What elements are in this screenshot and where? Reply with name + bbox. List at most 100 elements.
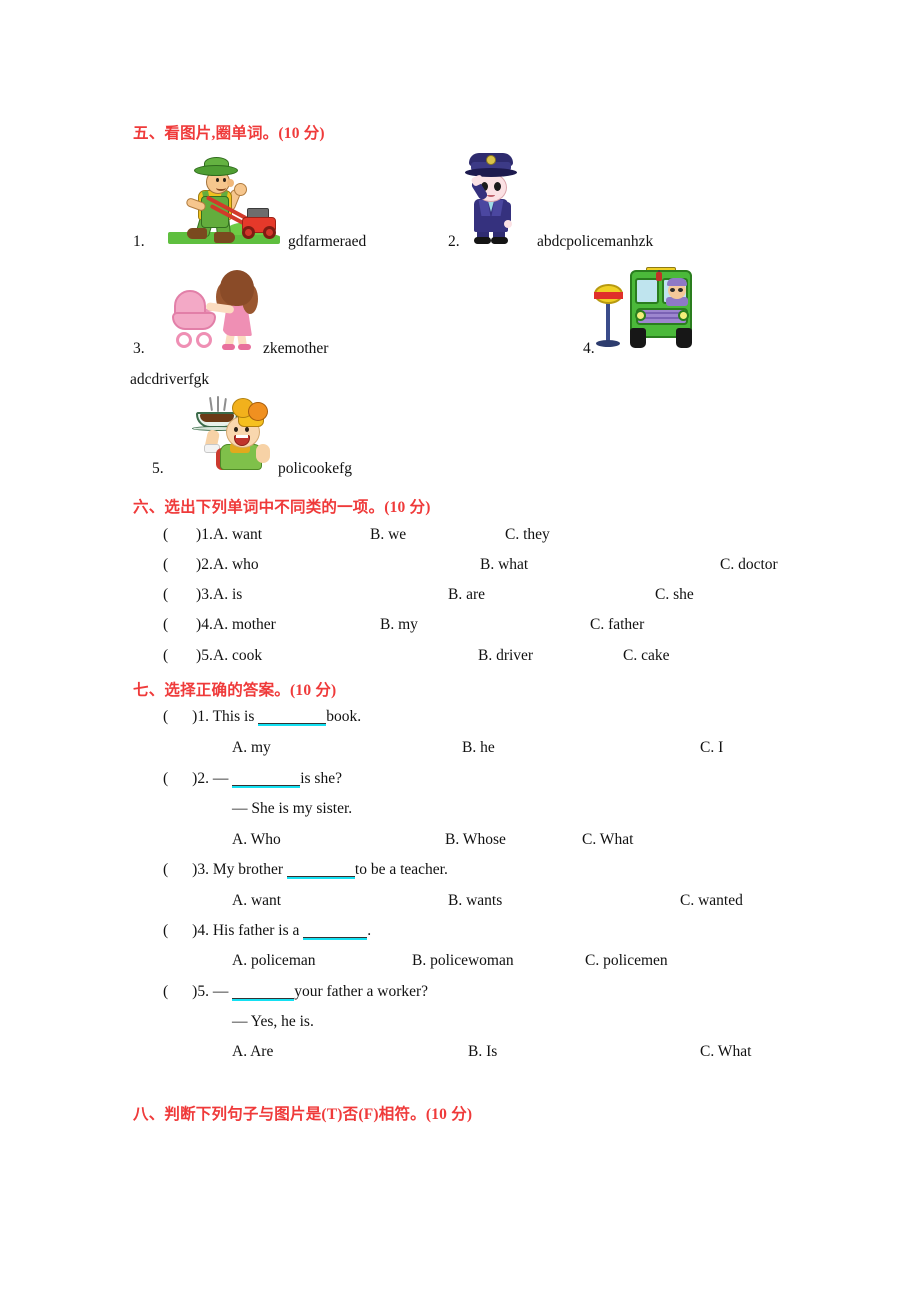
section-six-q5-option-b[interactable]: B. driver	[478, 647, 534, 664]
bracket-close: )	[192, 861, 198, 878]
section-six-q3-option-c[interactable]: C. she	[655, 586, 694, 603]
question-number: 4.	[201, 616, 213, 633]
section-seven-q4-option-a[interactable]: A. policeman	[232, 952, 316, 969]
section-eight-heading: 八、判断下列句子与图片是(T)否(F)相符。(10 分)	[133, 1102, 472, 1124]
question-number: 3.	[197, 861, 209, 878]
section-seven-q3-option-b[interactable]: B. wants	[448, 892, 503, 909]
bracket-open: (	[163, 922, 169, 939]
bracket-close: )	[192, 983, 198, 1000]
bracket-close: )	[196, 556, 202, 573]
section-seven-q3-answer-bracket[interactable]: ()3. My brother to be a teacher.	[163, 861, 448, 879]
question-stem-before: My brother	[212, 861, 287, 878]
section-six-q2-option-c[interactable]: C. doctor	[720, 556, 778, 573]
bracket-open: (	[163, 770, 169, 787]
section-seven-q3-option-a[interactable]: A. want	[232, 892, 282, 909]
question-stem-after: book.	[326, 708, 362, 725]
bracket-open: (	[163, 556, 169, 573]
section-seven-heading-text: 七、选择正确的答案。	[133, 682, 291, 699]
question-number: 2.	[201, 556, 213, 573]
question-number: 5.	[201, 647, 213, 664]
section-six-q1-answer-bracket[interactable]: ( )1.	[163, 526, 213, 544]
question-stem-before: This is	[212, 708, 259, 725]
section-seven-q5-option-a[interactable]: A. Are	[232, 1043, 274, 1060]
section-six-q4-option-b[interactable]: B. my	[380, 616, 418, 633]
answer-blank[interactable]	[286, 863, 355, 879]
section-seven-q5-option-b[interactable]: B. Is	[468, 1043, 498, 1060]
section-seven-q4-option-b[interactable]: B. policewoman	[412, 952, 514, 969]
section-seven-q5-option-c[interactable]: C. What	[700, 1043, 752, 1060]
answer-blank[interactable]	[232, 985, 295, 1001]
section-seven-q2-answer-bracket[interactable]: ()2. — is she?	[163, 770, 342, 788]
section-seven-q1-option-c[interactable]: C. I	[700, 739, 724, 756]
section-six-q5-option-c[interactable]: C. cake	[623, 647, 670, 664]
item-4-number: 4.	[583, 340, 595, 357]
section-six-q4-option-a[interactable]: A. mother	[213, 616, 276, 633]
section-six-q1-option-a[interactable]: A. want	[213, 526, 263, 543]
section-six-q2-answer-bracket[interactable]: ( )2.	[163, 556, 213, 574]
section-six-points: (10 分)	[384, 499, 431, 516]
section-seven-q4-option-c[interactable]: C. policemen	[585, 952, 668, 969]
question-number: 3.	[201, 586, 213, 603]
bracket-open: (	[163, 861, 169, 878]
section-six-q2-option-b[interactable]: B. what	[480, 556, 529, 573]
question-number: 1.	[201, 526, 213, 543]
section-seven-q2-option-b[interactable]: B. Whose	[445, 831, 506, 848]
bracket-close: )	[192, 708, 198, 725]
section-six-q3-answer-bracket[interactable]: ( )3.	[163, 586, 213, 604]
section-seven-heading: 七、选择正确的答案。(10 分)	[133, 678, 336, 700]
section-seven-q4-answer-bracket[interactable]: ()4. His father is a .	[163, 922, 371, 940]
section-seven-q1-option-a[interactable]: A. my	[232, 739, 271, 756]
mother-pushing-pram-image	[168, 268, 272, 352]
item-4-word-string[interactable]: adcdriverfgk	[130, 371, 210, 388]
question-stem-after: to be a teacher.	[354, 861, 448, 878]
section-seven-q1-answer-bracket[interactable]: 1. ()1. This is book.	[163, 708, 361, 726]
policeman-saluting-image	[455, 152, 527, 244]
question-number: 1.	[197, 708, 209, 725]
section-seven-q2-option-a[interactable]: A. Who	[232, 831, 281, 848]
section-seven-q5-answer-line: — Yes, he is.	[232, 1013, 314, 1030]
section-seven-q3-option-c[interactable]: C. wanted	[680, 892, 743, 909]
section-six-q3-option-b[interactable]: B. are	[448, 586, 486, 603]
item-2-word-string[interactable]: abdcpolicemanhzk	[537, 233, 654, 250]
section-six-q3-option-a[interactable]: A. is	[213, 586, 243, 603]
item-1-word-string[interactable]: gdfarmeraed	[288, 233, 367, 250]
farmer-mowing-lawn-image	[168, 156, 280, 244]
section-seven-q1-option-b[interactable]: B. he	[462, 739, 495, 756]
section-six-q4-answer-bracket[interactable]: ( )4.	[163, 616, 213, 634]
section-six-q1-option-c[interactable]: C. they	[505, 526, 550, 543]
bracket-close: )	[192, 770, 198, 787]
section-six-q5-answer-bracket[interactable]: ( )5.	[163, 647, 213, 665]
bracket-open: (	[163, 983, 169, 1000]
section-five-heading-text: 五、看图片,圈单词。	[133, 125, 279, 142]
item-2-number: 2.	[448, 233, 460, 250]
section-six-q5-option-a[interactable]: A. cook	[213, 647, 263, 664]
section-six-q4-option-c[interactable]: C. father	[590, 616, 645, 633]
bracket-open: (	[163, 526, 169, 543]
item-5-number: 5.	[152, 460, 164, 477]
answer-blank[interactable]	[232, 772, 301, 788]
answer-blank[interactable]	[303, 924, 368, 940]
section-seven-q2-option-c[interactable]: C. What	[582, 831, 634, 848]
question-stem-after: your father a worker?	[294, 983, 429, 1000]
bracket-close: )	[196, 616, 202, 633]
section-seven-points: (10 分)	[290, 682, 337, 699]
item-5-word-string[interactable]: policookefg	[278, 460, 353, 477]
item-3-number: 3.	[133, 340, 145, 357]
section-seven-q5-answer-bracket[interactable]: ()5. — your father a worker?	[163, 983, 428, 1001]
section-six-heading-text: 六、选出下列单词中不同类的一项。	[133, 499, 385, 516]
section-five-heading: 五、看图片,圈单词。(10 分)	[133, 121, 325, 143]
bracket-close: )	[196, 586, 202, 603]
section-six-q2-option-a[interactable]: A. who	[213, 556, 259, 573]
item-3-word-string[interactable]: zkemother	[263, 340, 329, 357]
bracket-close: )	[196, 647, 202, 664]
section-eight-heading-text: 八、判断下列句子与图片是(T)否(F)相符。	[133, 1106, 426, 1123]
answer-blank[interactable]	[258, 710, 327, 726]
section-six-q1-option-b[interactable]: B. we	[370, 526, 407, 543]
section-eight-points: (10 分)	[425, 1106, 473, 1123]
bracket-close: )	[192, 922, 198, 939]
question-number: 5.	[197, 983, 209, 1000]
section-five-points: (10 分)	[278, 125, 325, 142]
question-number: 2.	[197, 770, 209, 787]
section-six-heading: 六、选出下列单词中不同类的一项。(10 分)	[133, 495, 431, 517]
